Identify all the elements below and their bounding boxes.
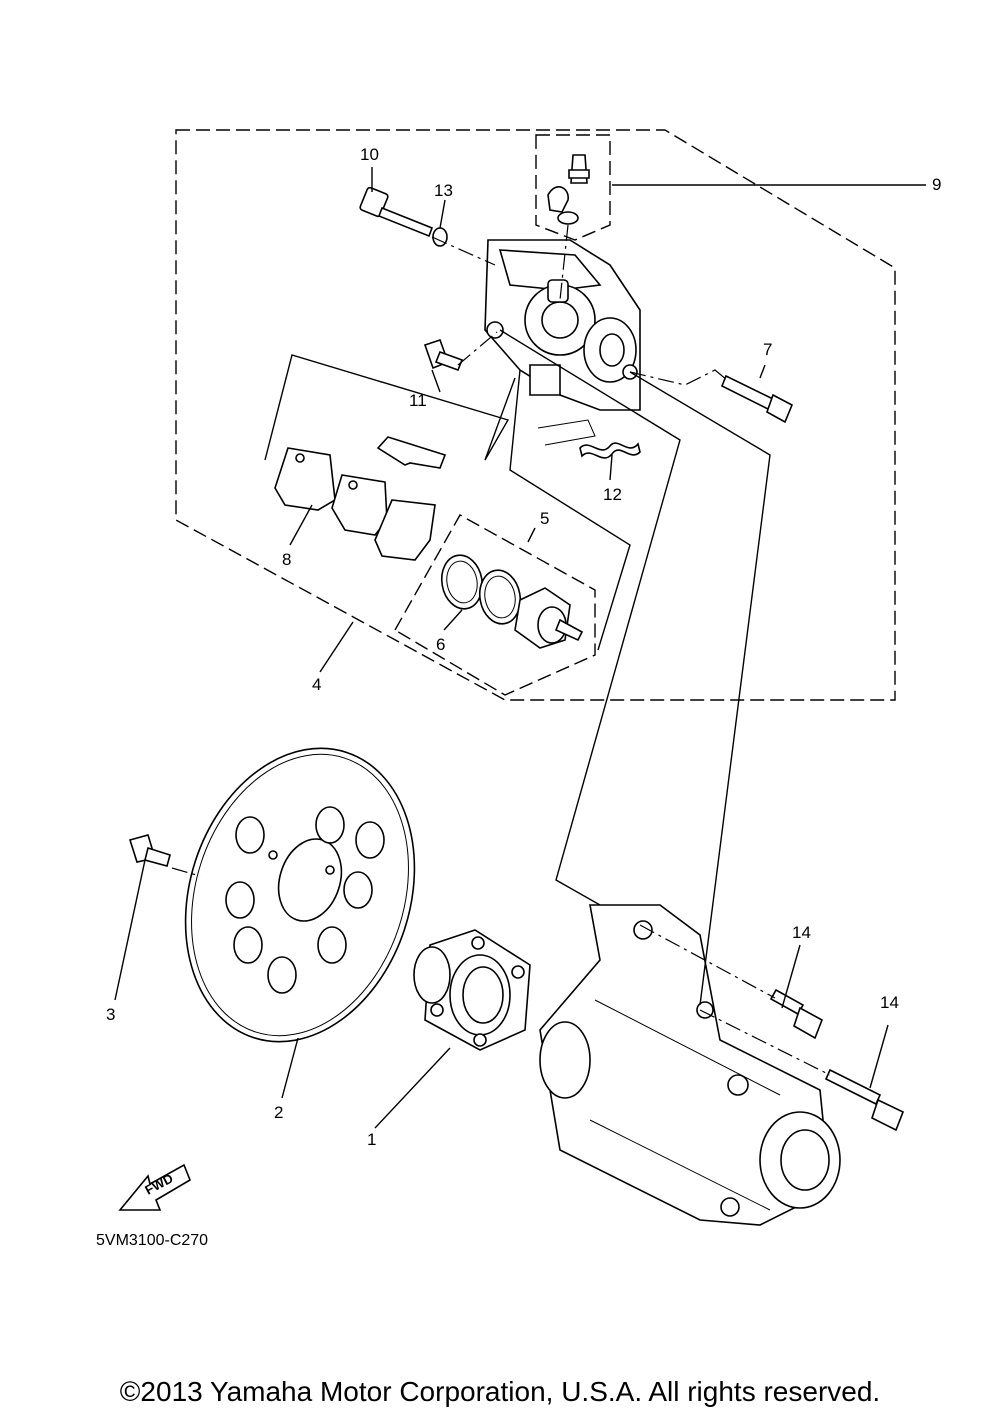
alignment-lines	[484, 329, 771, 1006]
bolt-10	[359, 186, 434, 238]
callout-11: 11	[409, 391, 427, 410]
callout-4: 4	[312, 675, 321, 694]
leader-lines	[114, 167, 926, 1129]
callout-12: 12	[603, 485, 622, 504]
diagram-code: 5VM3100-C270	[96, 1232, 208, 1249]
centerlines	[171, 224, 831, 1076]
bolt-14-upper	[769, 988, 824, 1040]
callout-7: 7	[763, 340, 772, 359]
copyright-notice: ©2013 Yamaha Motor Corporation, U.S.A. A…	[119, 1376, 881, 1407]
piston-seals	[440, 554, 522, 625]
bleed-screw-group-boundary	[535, 134, 611, 241]
brake-pads	[274, 436, 447, 561]
caliper-body	[484, 239, 641, 411]
callout-1: 1	[367, 1130, 376, 1149]
callout-6: 6	[436, 635, 445, 654]
pad-group-outline	[264, 354, 510, 461]
callout-14-upper: 14	[792, 923, 811, 942]
piston-group-boundary	[394, 514, 596, 696]
piston	[514, 587, 584, 649]
brake-disc	[184, 747, 416, 1043]
fwd-arrow-icon: FWD	[118, 1163, 191, 1211]
callout-10: 10	[360, 145, 379, 164]
callout-9: 9	[932, 175, 941, 194]
bolt-7	[720, 374, 794, 424]
callout-3: 3	[106, 1005, 115, 1024]
callout-2: 2	[274, 1103, 283, 1122]
callout-8: 8	[282, 550, 291, 569]
bolt-3	[128, 834, 171, 867]
bleed-screw-9	[547, 154, 590, 225]
caliper-assembly-boundary	[175, 129, 896, 701]
pin-11	[423, 338, 464, 372]
callout-14-lower: 14	[880, 993, 899, 1012]
brake-hub	[413, 929, 531, 1051]
caliper-bracket	[539, 904, 841, 1226]
callout-5: 5	[540, 509, 549, 528]
pad-spring	[537, 419, 641, 459]
callout-13: 13	[434, 181, 453, 200]
bolt-14-lower	[824, 1068, 905, 1132]
